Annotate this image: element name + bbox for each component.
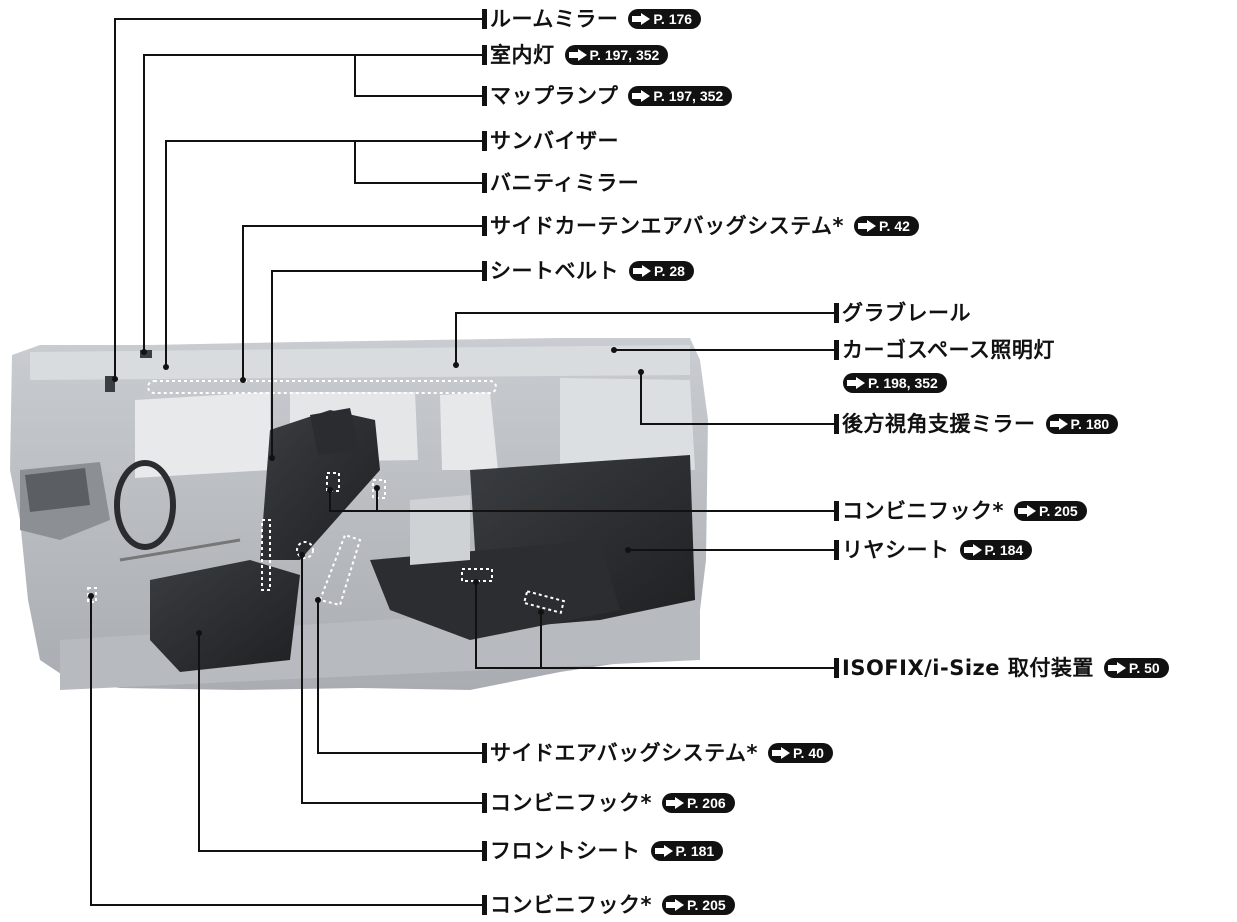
arrow-right-icon	[1017, 505, 1036, 517]
label-convenience-hook-rear: コンビニフック* P. 205	[834, 499, 1087, 523]
page-ref[interactable]: P. 50	[1103, 658, 1169, 678]
arrow-right-icon	[568, 49, 587, 61]
page-ref[interactable]: P. 205	[1013, 501, 1087, 521]
arrow-right-icon	[632, 13, 651, 25]
label-seat-belt: シートベルト P. 28	[482, 259, 694, 283]
page-ref[interactable]: P. 181	[650, 841, 724, 861]
arrow-right-icon	[1049, 418, 1068, 430]
label-side-curtain-airbag: サイドカーテンエアバッグシステム* P. 42	[482, 214, 919, 238]
label-room-light: 室内灯 P. 197, 352	[482, 43, 669, 67]
label-sun-visor: サンバイザー	[482, 129, 619, 153]
arrow-right-icon	[665, 899, 684, 911]
label-vanity-mirror: バニティミラー	[482, 171, 639, 195]
page-ref[interactable]: P. 197, 352	[628, 86, 733, 106]
arrow-right-icon	[1107, 662, 1126, 674]
page-ref[interactable]: P. 197, 352	[564, 45, 669, 65]
page-ref[interactable]: P. 28	[629, 261, 694, 281]
page-ref[interactable]: P. 180	[1045, 414, 1119, 434]
label-cargo-light: カーゴスペース照明灯	[834, 338, 1055, 362]
cargo-light-page-ref[interactable]: P. 198, 352	[843, 373, 947, 393]
page-ref[interactable]: P. 40	[768, 743, 833, 763]
label-room-mirror: ルームミラー P. 176	[482, 7, 702, 31]
arrow-right-icon	[772, 747, 791, 759]
arrow-right-icon	[858, 220, 877, 232]
page-ref[interactable]: P. 176	[628, 9, 702, 29]
arrow-right-icon	[632, 90, 651, 102]
arrow-right-icon	[654, 845, 673, 857]
page-ref[interactable]: P. 206	[661, 793, 735, 813]
arrow-right-icon	[665, 797, 684, 809]
arrow-right-icon	[963, 544, 982, 556]
page-ref[interactable]: P. 205	[661, 895, 735, 915]
label-front-seat: フロントシート P. 181	[482, 839, 724, 863]
label-rear-seat: リヤシート P. 184	[834, 538, 1033, 562]
arrow-right-icon	[847, 377, 865, 389]
label-convenience-hook-seat: コンビニフック* P. 206	[482, 791, 735, 815]
label-rear-view-assist-mirror: 後方視角支援ミラー P. 180	[834, 412, 1119, 436]
page-ref[interactable]: P. 42	[854, 216, 919, 236]
label-isofix: ISOFIX/i-Size 取付装置 P. 50	[834, 656, 1169, 680]
label-grab-rail: グラブレール	[834, 301, 971, 325]
page-ref[interactable]: P. 184	[959, 540, 1033, 560]
label-map-lamp: マップランプ P. 197, 352	[482, 84, 733, 108]
label-side-airbag: サイドエアバッグシステム* P. 40	[482, 741, 833, 765]
arrow-right-icon	[633, 265, 651, 277]
label-convenience-hook-front: コンビニフック* P. 205	[482, 893, 735, 917]
